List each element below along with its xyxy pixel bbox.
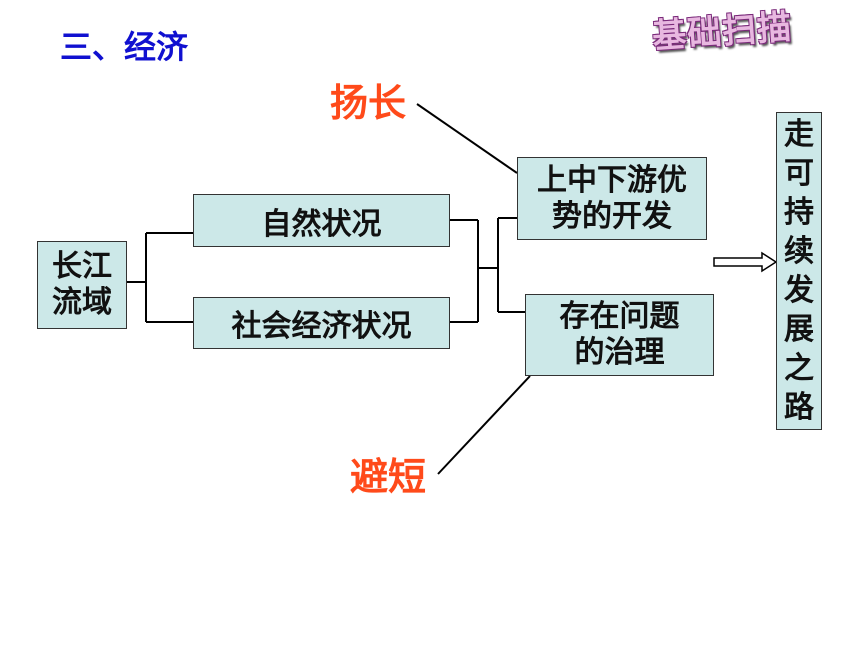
node-root-text: 长江流域 bbox=[52, 249, 112, 320]
node-develop: 上中下游优势的开发 bbox=[517, 157, 707, 240]
node-social: 社会经济状况 bbox=[193, 297, 450, 349]
node-final: 走可持续发展之路 bbox=[776, 112, 822, 430]
node-natural: 自然状况 bbox=[193, 194, 450, 247]
node-govern-text: 存在问题的治理 bbox=[559, 299, 680, 370]
page-title: 三、经济 bbox=[60, 28, 189, 66]
node-natural-text: 自然状况 bbox=[261, 206, 382, 242]
node-final-text: 走可持续发展之路 bbox=[784, 117, 814, 425]
node-develop-text: 上中下游优势的开发 bbox=[537, 162, 687, 234]
node-root: 长江流域 bbox=[37, 241, 127, 329]
node-govern: 存在问题的治理 bbox=[525, 294, 714, 376]
label-weakness: 避短 bbox=[350, 455, 427, 499]
node-social-text: 社会经济状况 bbox=[231, 309, 412, 344]
label-strength: 扬长 bbox=[330, 81, 407, 125]
hollow-arrow-icon bbox=[713, 251, 778, 273]
